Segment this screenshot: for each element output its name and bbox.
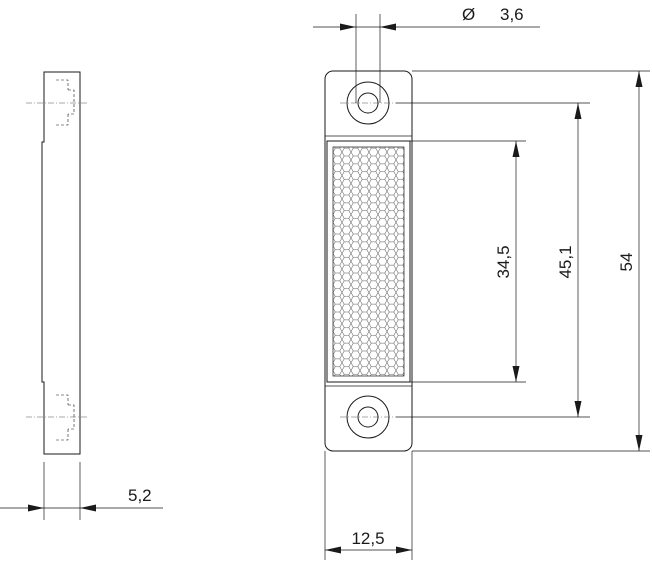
overall-height-label: 54	[617, 253, 636, 272]
extension-lines	[396, 70, 650, 452]
body-outline	[324, 70, 413, 452]
hole-diameter-dimension: Ø 3,6	[313, 5, 540, 103]
hole-spacing-dimension: 45,1	[556, 103, 582, 417]
reflector-frame	[326, 140, 411, 383]
diameter-value: 3,6	[500, 5, 524, 24]
thickness-label: 5,2	[128, 486, 152, 505]
side-view	[26, 71, 88, 455]
top-mounting-hole	[340, 81, 396, 125]
reflector-hex-grid	[332, 146, 405, 377]
diameter-symbol: Ø	[462, 5, 475, 24]
reflector-height-dimension: 34,5	[494, 141, 520, 382]
reflector-height-label: 34,5	[494, 245, 513, 278]
thickness-dimension: 5,2	[0, 462, 163, 520]
width-dimension: 12,5	[324, 451, 413, 560]
hole-spacing-label: 45,1	[556, 245, 575, 278]
width-label: 12,5	[351, 529, 384, 548]
overall-height-dimension: 54	[617, 71, 643, 451]
front-view	[324, 70, 413, 452]
bottom-mounting-hole	[340, 395, 396, 439]
